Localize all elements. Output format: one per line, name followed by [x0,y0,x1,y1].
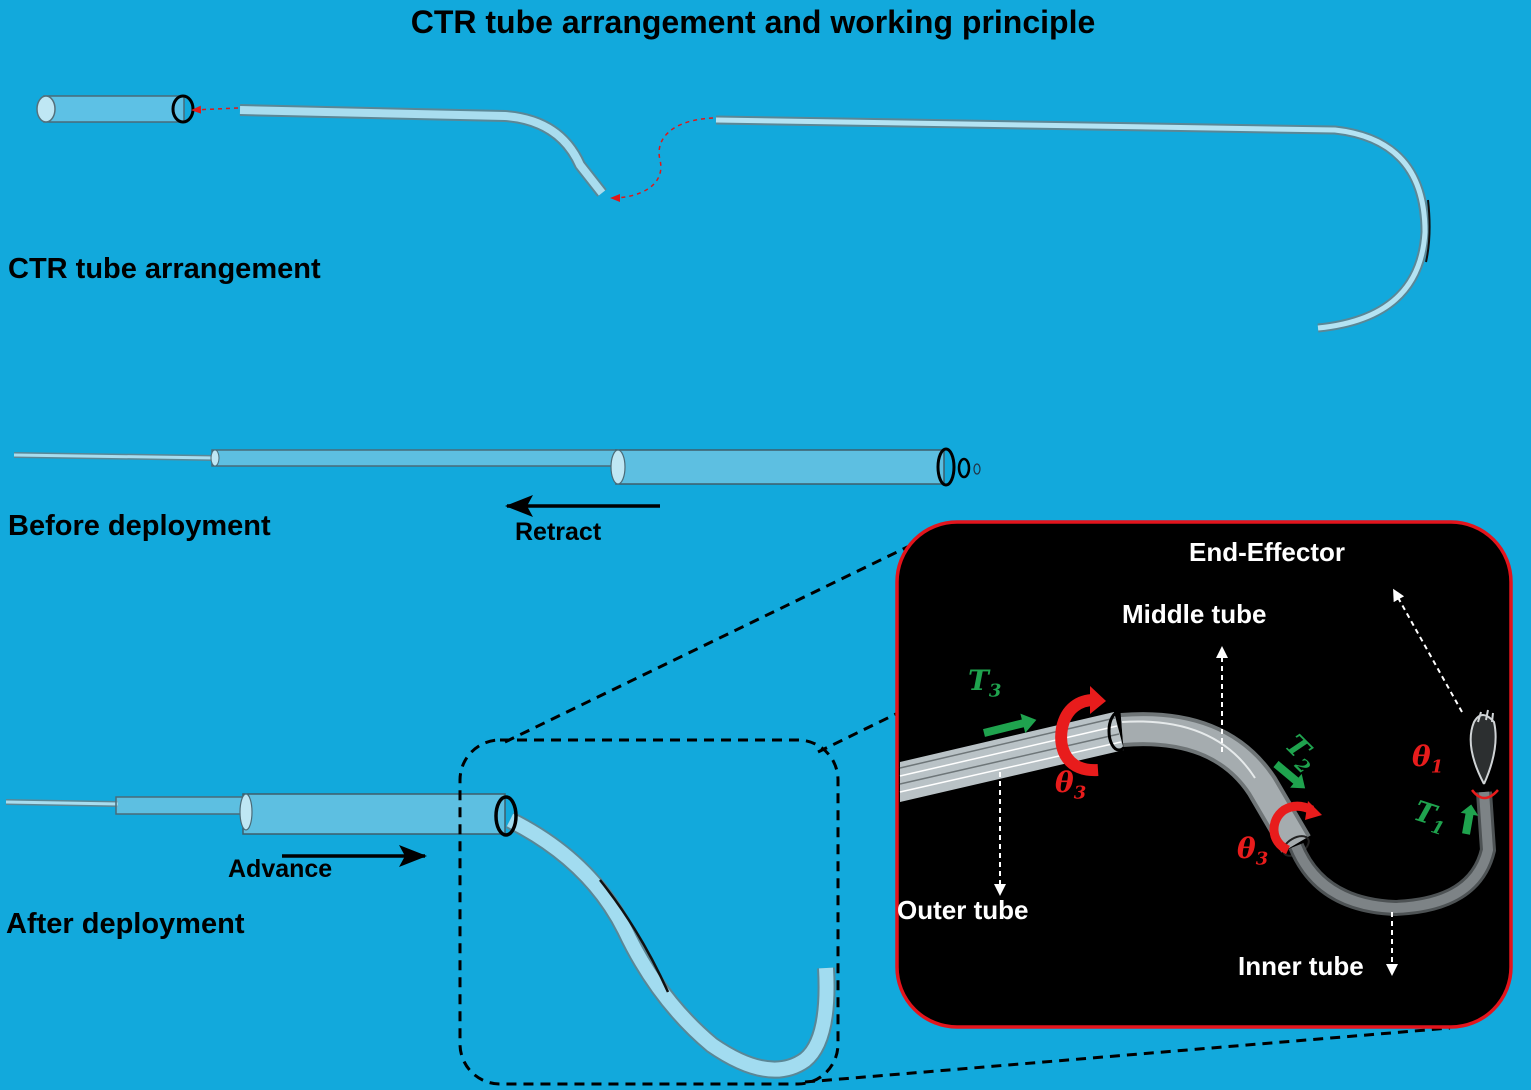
section-label-after: After deployment [6,908,245,940]
zoom-inner-tube [1288,791,1497,917]
arrangement-middle-tube [239,104,607,197]
arrangement-outer-tube [36,94,195,124]
zoom-line-top-right [817,710,901,754]
end-effector-gripper [1469,709,1497,785]
section-label-before: Before deployment [8,510,271,542]
arrangement-inner-tube [715,115,1431,333]
rotation-arrow-theta3-middle [1269,801,1322,855]
translation-arrow-t1 [1460,804,1479,835]
after-tube-assembly [5,793,836,1079]
translation-arrow-t2 [1273,760,1306,789]
symbol-theta3-outer: θ3 [1055,766,1087,804]
rotation-arrow-theta1 [1471,789,1499,800]
arrangement-insert-arrow-1 [191,105,239,114]
zoom-line-top-left [504,535,929,744]
inner-tube-label: Inner tube [1238,951,1364,981]
focus-region [458,738,840,1086]
retract-label: Retract [515,518,602,546]
leader-end-effector [1393,588,1463,713]
middle-tube-label: Middle tube [1122,599,1267,629]
symbol-t3: T3 [968,664,1002,702]
zoom-outer-tube [899,710,1131,802]
outer-tube-label: Outer tube [897,895,1029,925]
end-effector-label: End-Effector [1189,537,1345,567]
section-label-arrangement: CTR tube arrangement [8,253,321,285]
before-tube-assembly [13,447,981,487]
zoom-line-bottom [804,1026,1451,1084]
diagram-title: CTR tube arrangement and working princip… [410,4,1096,40]
translation-arrow-t3 [983,713,1037,737]
symbol-theta1: θ1 [1412,740,1444,778]
advance-label: Advance [228,855,333,883]
rotation-arrow-theta3-outer [1055,686,1106,777]
symbol-theta3-middle: θ3 [1237,832,1269,870]
arrangement-insert-arrow-2 [610,117,714,202]
